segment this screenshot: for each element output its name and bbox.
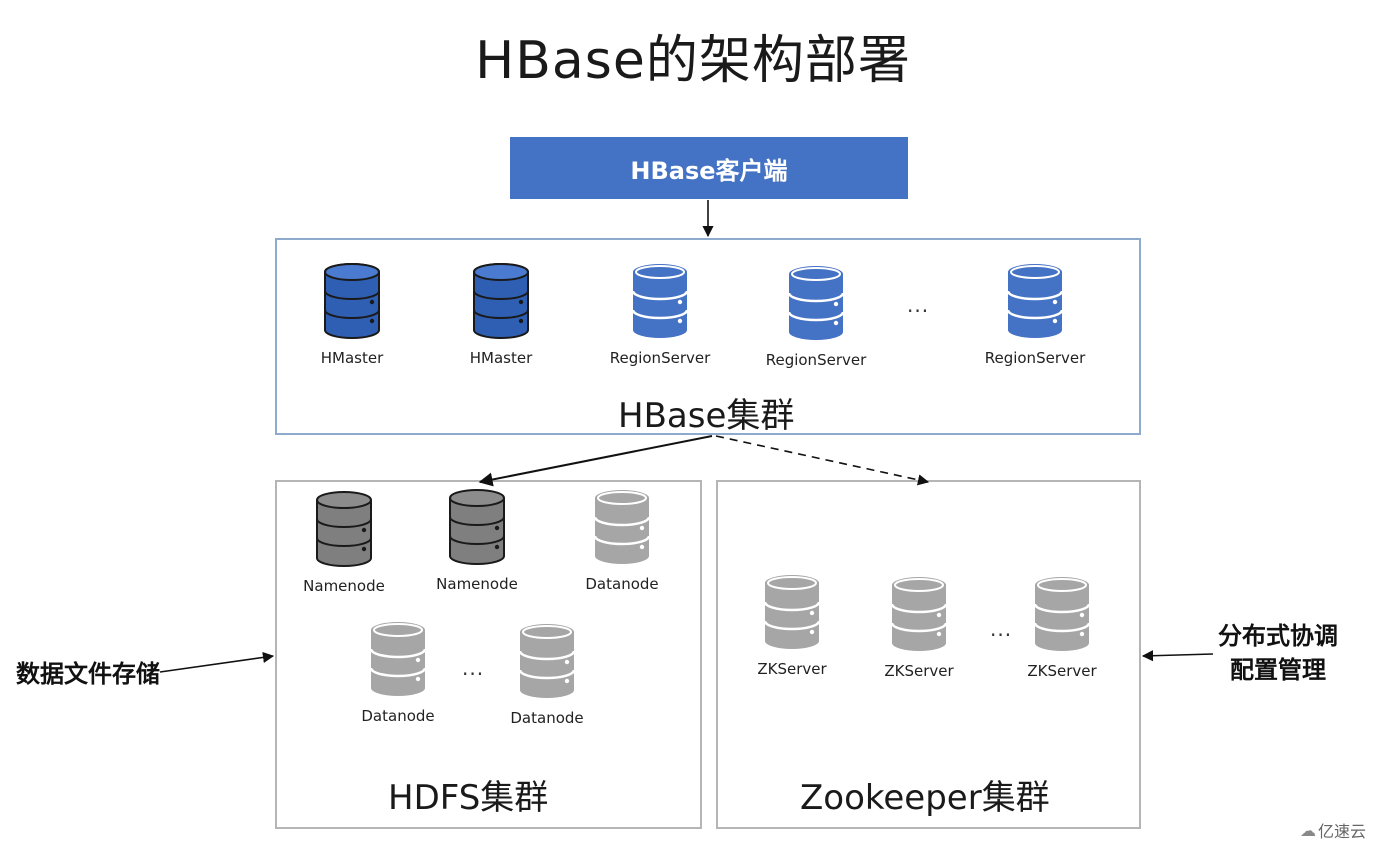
page-title: HBase的架构部署	[475, 31, 911, 91]
node-label: Datanode	[585, 575, 659, 593]
database-gray-icon	[890, 575, 948, 653]
hbase-ellipsis: ...	[907, 293, 930, 317]
annotation-coordination: 分布式协调 配置管理	[1218, 619, 1338, 687]
hbase-node-hmaster-2: HMaster	[421, 262, 581, 367]
database-gray-icon	[763, 573, 821, 651]
database-blue-icon	[631, 262, 689, 340]
database-blue-dark-icon	[473, 263, 529, 339]
node-label: Namenode	[436, 575, 518, 593]
database-gray-icon	[593, 488, 651, 566]
node-label: Datanode	[510, 709, 584, 727]
annotation-line-1: 分布式协调	[1218, 622, 1338, 650]
arrow-hbase-to-hdfs	[478, 435, 713, 487]
database-gray-icon	[1033, 575, 1091, 653]
cloud-logo-icon: ☁	[1300, 820, 1316, 840]
database-blue-dark-icon	[324, 263, 380, 339]
hbase-client-box: HBase客户端	[510, 137, 908, 199]
database-blue-icon	[787, 264, 845, 342]
zk-ellipsis: ...	[990, 617, 1013, 641]
database-gray-icon	[518, 622, 576, 700]
arrow-coordination-to-zookeeper	[1141, 650, 1214, 662]
node-label: RegionServer	[609, 349, 711, 367]
zookeeper-cluster-label: Zookeeper集群	[800, 778, 1050, 818]
zk-node-3: ZKServer	[982, 575, 1142, 680]
database-gray-dark-icon	[449, 489, 505, 565]
zk-node-1: ZKServer	[712, 573, 872, 678]
node-label: Datanode	[361, 707, 435, 725]
hbase-cluster-label: HBase集群	[618, 396, 795, 436]
watermark-text: 亿速云	[1318, 822, 1367, 841]
hbase-node-regionserver-1: RegionServer	[580, 262, 740, 367]
node-label: HMaster	[320, 349, 384, 367]
node-label: ZKServer	[757, 660, 827, 678]
hdfs-node-datanode-3: Datanode	[467, 622, 627, 727]
hdfs-cluster-label: HDFS集群	[388, 778, 549, 818]
node-label: ZKServer	[884, 662, 954, 680]
zk-node-2: ZKServer	[839, 575, 999, 680]
node-label: ZKServer	[1027, 662, 1097, 680]
database-gray-dark-icon	[316, 491, 372, 567]
database-gray-icon	[369, 620, 427, 698]
hdfs-node-namenode-1: Namenode	[264, 490, 424, 595]
hbase-node-regionserver-3: RegionServer	[955, 262, 1115, 367]
hbase-node-regionserver-2: RegionServer	[736, 264, 896, 369]
hbase-client-label: HBase客户端	[630, 156, 788, 185]
annotation-data-storage: 数据文件存储	[16, 660, 160, 688]
watermark: ☁ 亿速云	[1300, 818, 1366, 842]
hdfs-ellipsis: ...	[462, 656, 485, 680]
node-label: RegionServer	[765, 351, 867, 369]
zookeeper-cluster-box	[716, 480, 1141, 829]
hbase-cluster-box	[275, 238, 1141, 435]
node-label: Namenode	[303, 577, 385, 595]
hbase-node-hmaster-1: HMaster	[272, 262, 432, 367]
hdfs-node-namenode-2: Namenode	[397, 488, 557, 593]
hdfs-node-datanode-1: Datanode	[542, 488, 702, 593]
arrow-storage-to-hdfs	[159, 651, 275, 673]
arrow-hbase-to-zookeeper	[715, 435, 930, 486]
hdfs-node-datanode-2: Datanode	[318, 620, 478, 725]
node-label: RegionServer	[984, 349, 1086, 367]
node-label: HMaster	[469, 349, 533, 367]
database-blue-icon	[1006, 262, 1064, 340]
annotation-line-2: 配置管理	[1230, 656, 1326, 684]
